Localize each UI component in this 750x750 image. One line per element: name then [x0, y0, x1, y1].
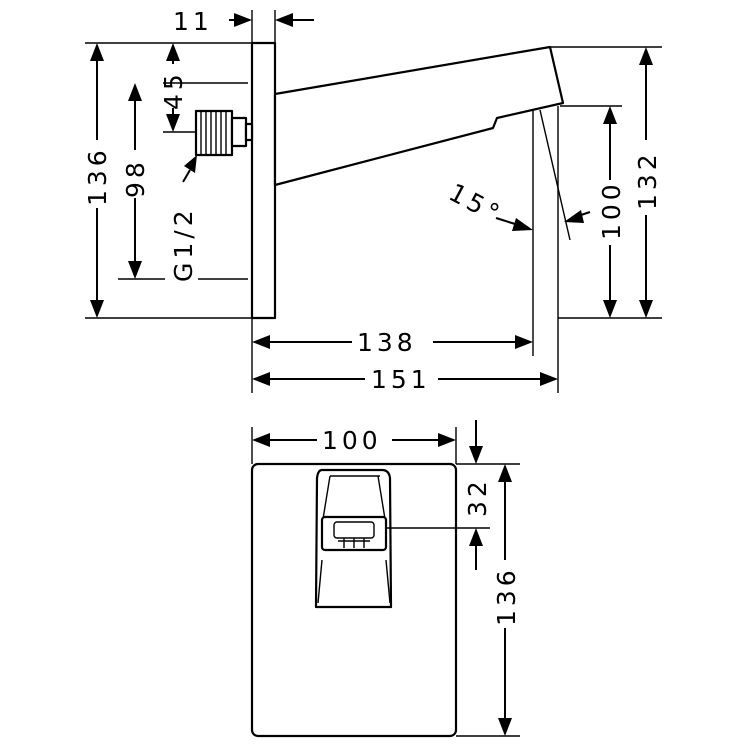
dim-projection-total-label: 151 [371, 365, 431, 394]
dim-thread: G1/2 [169, 155, 198, 282]
dim-top-offset-label: 32 [463, 477, 492, 517]
dim-thread-label: G1/2 [169, 206, 198, 282]
dim-wall-thickness-label: 11 [173, 7, 213, 36]
spout-front [314, 468, 393, 609]
dim-connection-height-label: 98 [121, 158, 150, 198]
dim-top-offset: 32 [463, 420, 492, 570]
dim-plate-height-front: 136 [492, 464, 521, 736]
dim-angle: 15° [444, 178, 591, 231]
wall-plate-side [250, 41, 277, 320]
dim-spout-height: 132 [633, 47, 662, 318]
dim-plate-height-front-label: 136 [492, 566, 521, 626]
dim-projection-total: 151 [252, 365, 558, 394]
dim-plate-height-side: 136 [83, 43, 112, 318]
dim-plate-height-side-label: 136 [83, 146, 112, 206]
dim-connection-height: 98 [121, 83, 150, 279]
dim-plate-width: 100 [252, 426, 456, 455]
dim-projection-outlet: 138 [252, 328, 533, 357]
dim-wall-thickness: 11 [173, 7, 314, 43]
front-view: 100 32 136 [250, 420, 521, 738]
dim-connection-offset: 45 [159, 43, 188, 132]
dim-angle-label: 15° [444, 178, 507, 230]
dim-spout-height-label: 132 [633, 150, 662, 210]
spout-body [273, 45, 565, 187]
dim-connection-offset-label: 45 [159, 70, 188, 110]
dim-outlet-height: 100 [597, 106, 626, 318]
side-view: 11 136 98 45 [83, 7, 662, 394]
dim-plate-width-label: 100 [322, 426, 382, 455]
dim-projection-outlet-label: 138 [357, 328, 417, 357]
thread-connector [194, 109, 254, 157]
dim-outlet-height-label: 100 [597, 180, 626, 240]
